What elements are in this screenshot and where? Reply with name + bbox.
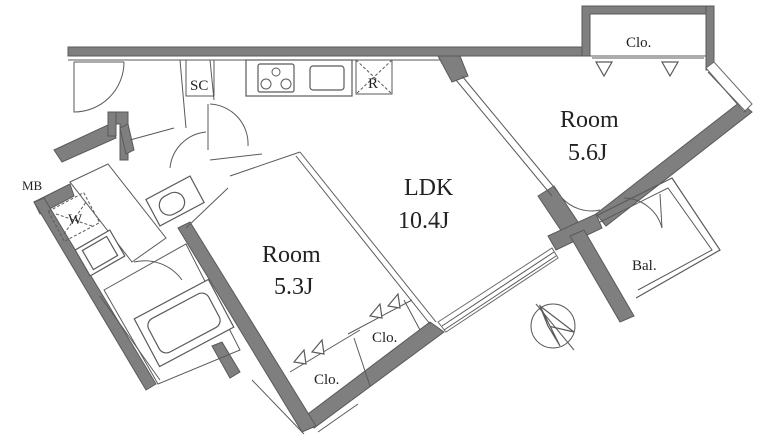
closet-markers <box>292 61 680 365</box>
balcony-label: Bal. <box>632 258 657 274</box>
partitions <box>47 55 753 435</box>
closet-bottom-label: Clo. <box>314 372 339 388</box>
shoe-cabinet-label: SC <box>190 78 208 94</box>
room-right-name: Room <box>560 107 619 133</box>
refrigerator-label: R <box>368 76 378 92</box>
walls <box>33 5 753 433</box>
compass-icon <box>530 303 576 351</box>
room-left-size: 5.3J <box>274 274 313 300</box>
closet-top-label: Clo. <box>626 35 651 51</box>
ldk-size: 10.4J <box>398 208 449 234</box>
washer-label: W <box>68 212 83 228</box>
ldk-name: LDK <box>404 175 454 201</box>
closet-mid-label: Clo. <box>372 330 397 346</box>
room-right-size: 5.6J <box>568 140 607 166</box>
meter-box-label: MB <box>22 178 43 193</box>
stove <box>257 63 345 93</box>
room-left-name: Room <box>262 242 321 268</box>
